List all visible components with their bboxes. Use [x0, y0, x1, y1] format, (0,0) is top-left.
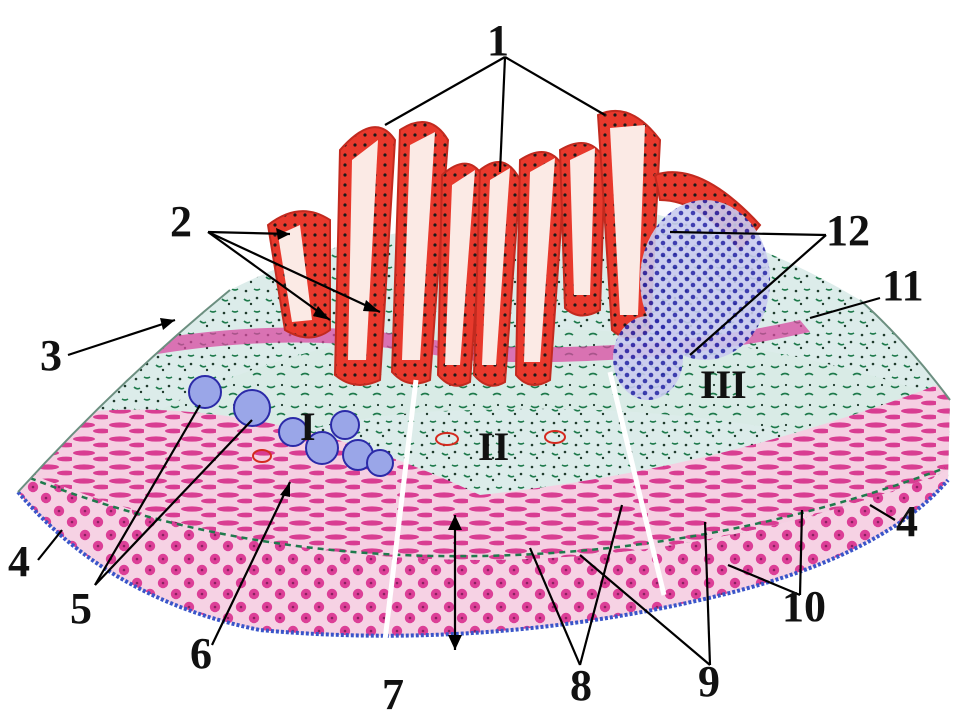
label-5: 5 — [70, 584, 92, 633]
label-2: 2 — [170, 197, 192, 246]
zone-label-3: III — [700, 362, 747, 407]
label-4-left: 4 — [8, 537, 30, 586]
label-1: 1 — [487, 16, 509, 65]
label-4-right: 4 — [896, 497, 918, 546]
label-11: 11 — [882, 261, 924, 310]
label-12: 12 — [826, 206, 870, 255]
label-6: 6 — [190, 629, 212, 678]
label-3: 3 — [40, 331, 62, 380]
zone-label-2: II — [478, 424, 509, 469]
zone-label-1: I — [300, 404, 316, 449]
label-7: 7 — [382, 670, 404, 711]
label-10: 10 — [782, 582, 826, 631]
label-9: 9 — [698, 657, 720, 706]
label-8: 8 — [570, 661, 592, 710]
lymphoid-nodule-small — [613, 316, 683, 400]
